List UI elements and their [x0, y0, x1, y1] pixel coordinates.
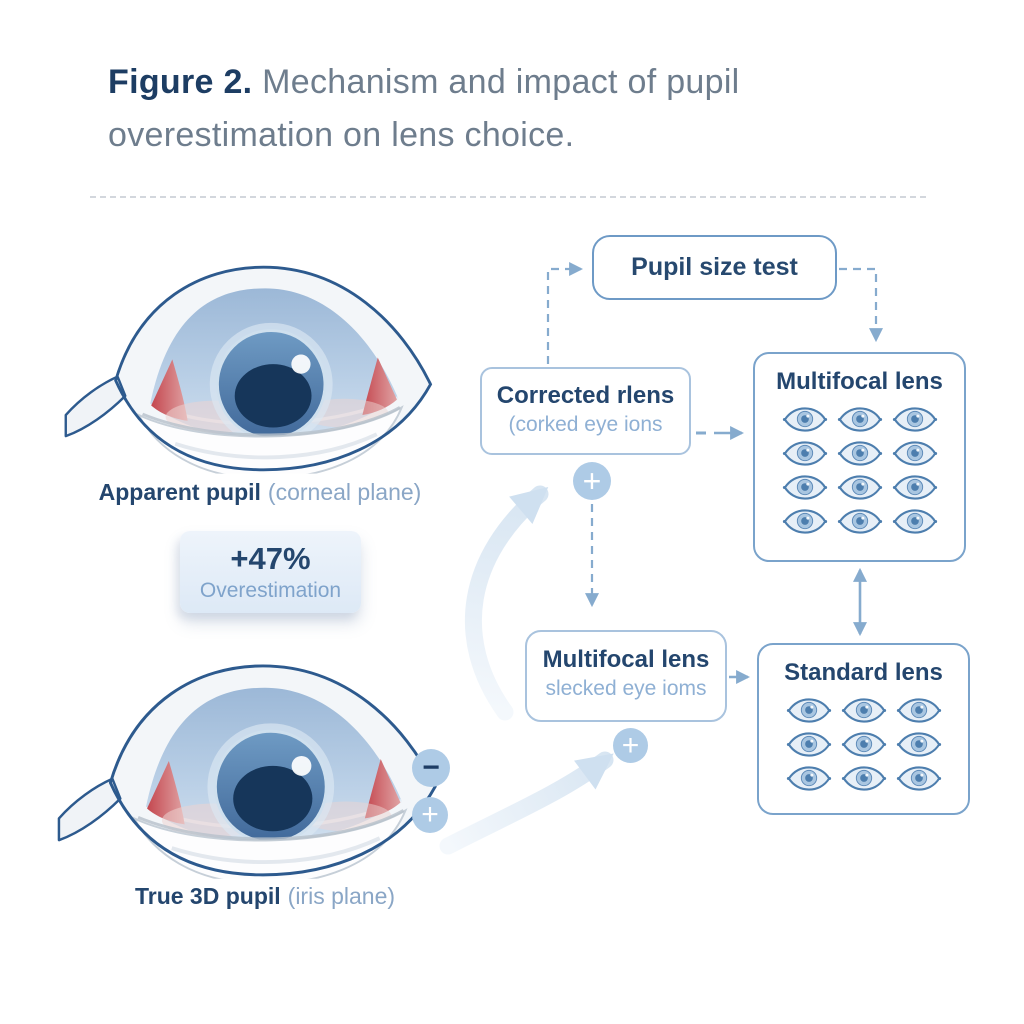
eye-icon [786, 765, 832, 792]
connector-corrected-to-test [546, 262, 584, 364]
overestimation-callout: +47% Overestimation [180, 531, 361, 613]
standard-eye-grid [759, 697, 968, 792]
eye-icon [837, 440, 883, 467]
eye-icon [896, 765, 942, 792]
standard-lens-title: Standard lens [784, 659, 943, 686]
eye-icon [837, 406, 883, 433]
curved-arrow-eye-to-multifocal [439, 751, 614, 855]
title-divider [90, 196, 926, 198]
pupil-size-test-label: Pupil size test [631, 253, 798, 281]
eye-icon [837, 508, 883, 535]
true-pupil-eye-illustration [53, 634, 449, 881]
minus-badge: − [412, 749, 450, 787]
pupil-size-test-box: Pupil size test [592, 235, 837, 300]
eye-icon [782, 474, 828, 501]
connector-test-to-multifocal [839, 267, 883, 343]
eye-icon [782, 440, 828, 467]
apparent-pupil-label: Apparent pupil(corneal plane) [80, 479, 440, 506]
standard-lens-box: Standard lens [757, 643, 970, 815]
eye-icon [782, 508, 828, 535]
corrected-lens-box: Corrected rlens (corked eye ions [480, 367, 691, 455]
true-pupil-label-plane: (iris plane) [287, 883, 396, 909]
eye-icon [841, 697, 887, 724]
eye-icon [896, 697, 942, 724]
eye-icon [786, 731, 832, 758]
apparent-pupil-eye-illustration [60, 236, 444, 476]
multifocal-lens-mid-subtitle: slecked eye ioms [545, 677, 707, 700]
plus-badge-eye: + [412, 797, 448, 833]
eye-icon [786, 697, 832, 724]
figure-number: Figure 2. [108, 63, 253, 101]
eye-icon [892, 474, 938, 501]
eye-icon [841, 731, 887, 758]
multifocal-eye-grid [755, 406, 964, 535]
eye-icon [892, 508, 938, 535]
figure-title-text: Mechanism and impact of pupil overestima… [108, 63, 740, 154]
multifocal-lens-mid-title: Multifocal lens [542, 646, 710, 673]
apparent-pupil-label-bold: Apparent pupil [98, 479, 261, 505]
multifocal-lens-grid-box: Multifocal lens [753, 352, 966, 562]
true-pupil-label-bold: True 3D pupil [134, 883, 281, 909]
eye-icon [892, 440, 938, 467]
eye-icon [782, 406, 828, 433]
eye-icon [896, 731, 942, 758]
eye-icon [837, 474, 883, 501]
true-pupil-label: True 3D pupil(iris plane) [85, 883, 445, 910]
corrected-lens-subtitle: (corked eye ions [508, 413, 663, 436]
plus-badge-corrected: + [573, 462, 611, 500]
multifocal-lens-mid-box: Multifocal lens slecked eye ioms [525, 630, 727, 722]
multifocal-lens-grid-title: Multifocal lens [776, 368, 943, 395]
apparent-pupil-label-plane: (corneal plane) [267, 479, 422, 505]
plus-badge-multifocal: + [613, 728, 648, 763]
eye-icon [892, 406, 938, 433]
corrected-lens-title: Corrected rlens [496, 382, 675, 409]
overestimation-label: Overestimation [199, 579, 342, 602]
eye-icon [841, 765, 887, 792]
figure-title: Figure 2. Mechanism and impact of pupil … [108, 56, 868, 161]
overestimation-value: +47% [230, 541, 311, 576]
